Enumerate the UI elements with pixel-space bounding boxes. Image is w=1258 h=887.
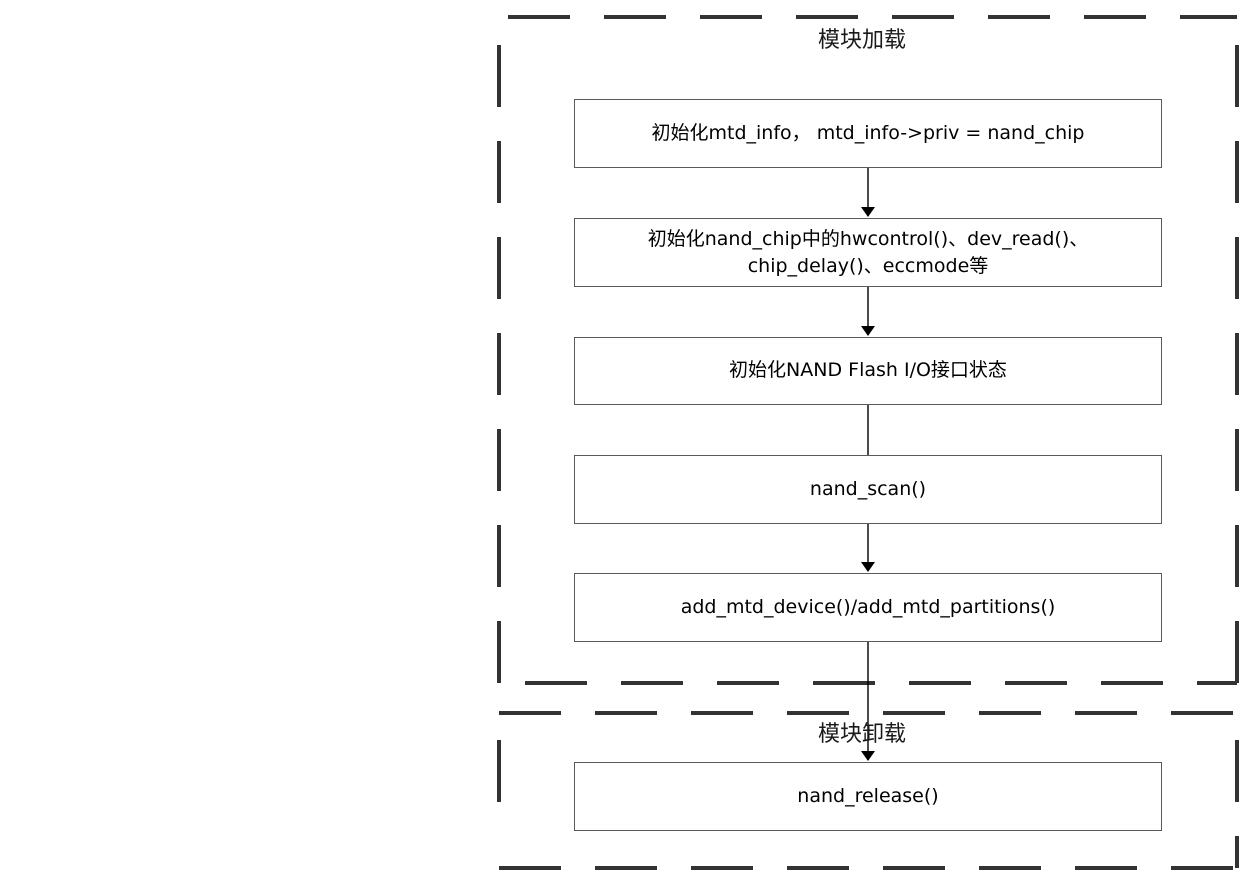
node-add-mtd: add_mtd_device()/add_mtd_partitions() bbox=[574, 573, 1162, 642]
node-init-io-text: 初始化NAND Flash I/O接口状态 bbox=[729, 359, 1007, 382]
node-nand-scan-text: nand_scan() bbox=[809, 477, 927, 500]
node-nand-release-text: nand_release() bbox=[797, 784, 939, 807]
node-init-io: 初始化NAND Flash I/O接口状态 bbox=[574, 337, 1162, 405]
node-init-nand-chip-text-line2: chip_delay()、eccmode等 bbox=[747, 254, 989, 277]
group-unload-title: 模块卸载 bbox=[818, 722, 907, 747]
node-add-mtd-text: add_mtd_device()/add_mtd_partitions() bbox=[680, 595, 1056, 618]
group-load-title: 模块加载 bbox=[818, 28, 907, 53]
node-nand-scan: nand_scan() bbox=[574, 455, 1162, 524]
node-init-mtd-info-text: 初始化mtd_info， mtd_info->priv = nand_chip bbox=[651, 121, 1085, 144]
node-init-nand-chip-text-line1: 初始化nand_chip中的hwcontrol()、dev_read()、 bbox=[647, 227, 1089, 250]
node-init-mtd-info: 初始化mtd_info， mtd_info->priv = nand_chip bbox=[574, 99, 1162, 168]
group-load-border bbox=[497, 15, 1239, 685]
node-init-nand-chip: 初始化nand_chip中的hwcontrol()、dev_read()、 ch… bbox=[574, 218, 1162, 287]
node-nand-release: nand_release() bbox=[574, 762, 1162, 831]
group-unload-border bbox=[497, 711, 1239, 870]
